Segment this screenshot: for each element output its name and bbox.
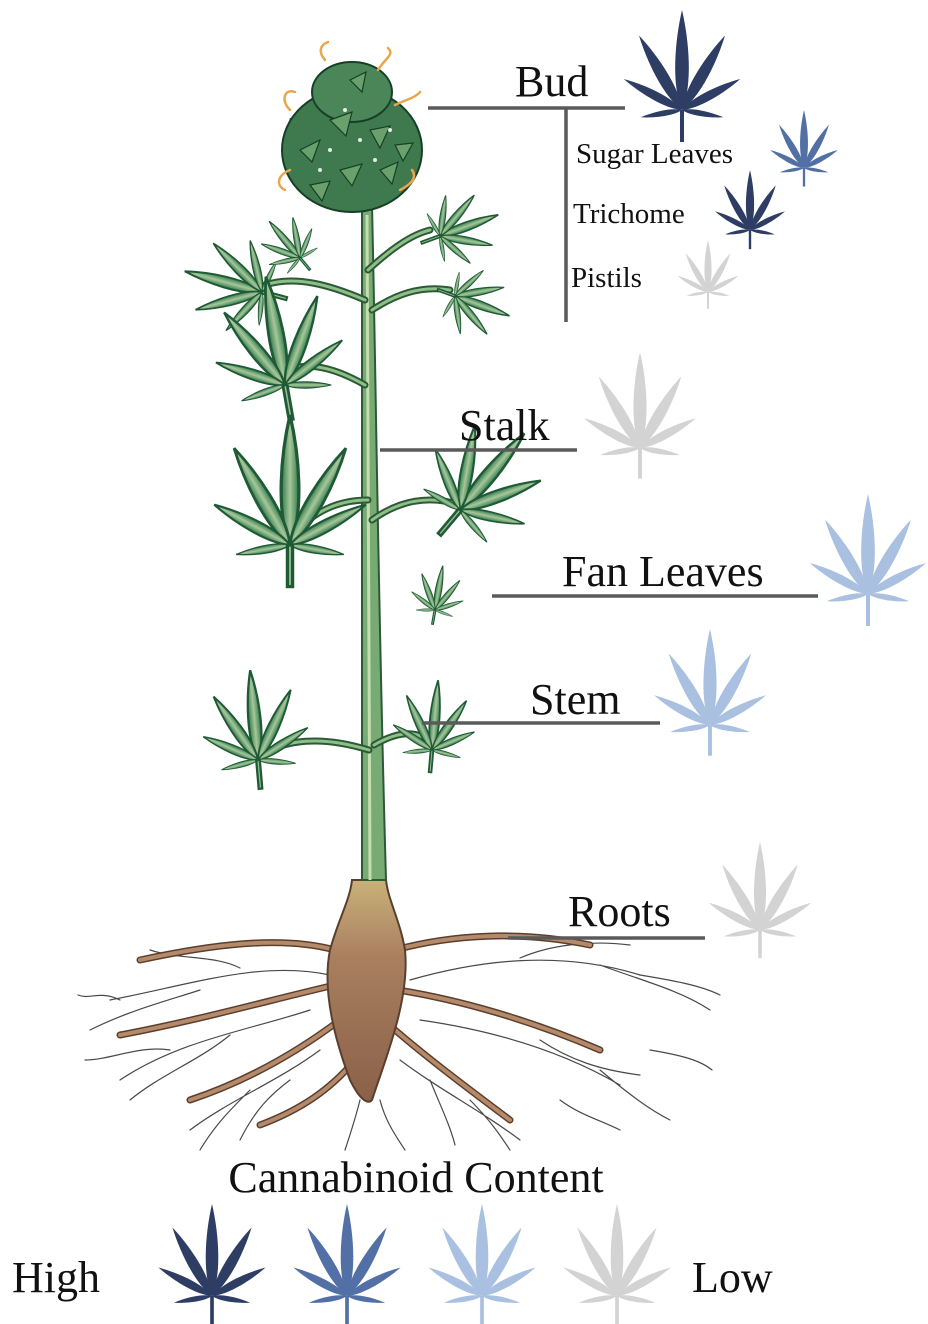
- fan-leaves-label: Fan Leaves: [562, 550, 764, 594]
- sugar-leaves-content-icon: [769, 110, 839, 187]
- legend-medium-high-icon: [291, 1204, 402, 1324]
- stalk-label: Stalk: [459, 404, 549, 448]
- legend-low-icon: [561, 1204, 672, 1324]
- legend-high-label: High: [12, 1252, 100, 1303]
- stem-label: Stem: [530, 678, 620, 722]
- legend-title: Cannabinoid Content: [0, 1152, 832, 1203]
- stem-content-icon: [652, 629, 768, 756]
- trichome-label: Trichome: [573, 200, 685, 229]
- legend-scale: [156, 1204, 672, 1324]
- bud-label: Bud: [515, 60, 588, 104]
- legend-high-icon: [156, 1204, 267, 1324]
- fan-leaves-content-icon: [808, 494, 928, 626]
- pistils-content-icon: [677, 240, 740, 309]
- roots-label: Roots: [568, 890, 671, 934]
- sugar-leaves-label: Sugar Leaves: [576, 140, 733, 169]
- bud-illustration: [279, 42, 422, 212]
- legend-low-label: Low: [692, 1252, 773, 1303]
- bud-content-icon: [622, 10, 743, 142]
- roots-content-icon: [707, 842, 813, 958]
- stalk-content-icon: [582, 352, 698, 479]
- legend-medium-low-icon: [426, 1204, 537, 1324]
- pistils-label: Pistils: [571, 264, 642, 293]
- trichome-content-icon: [714, 170, 786, 249]
